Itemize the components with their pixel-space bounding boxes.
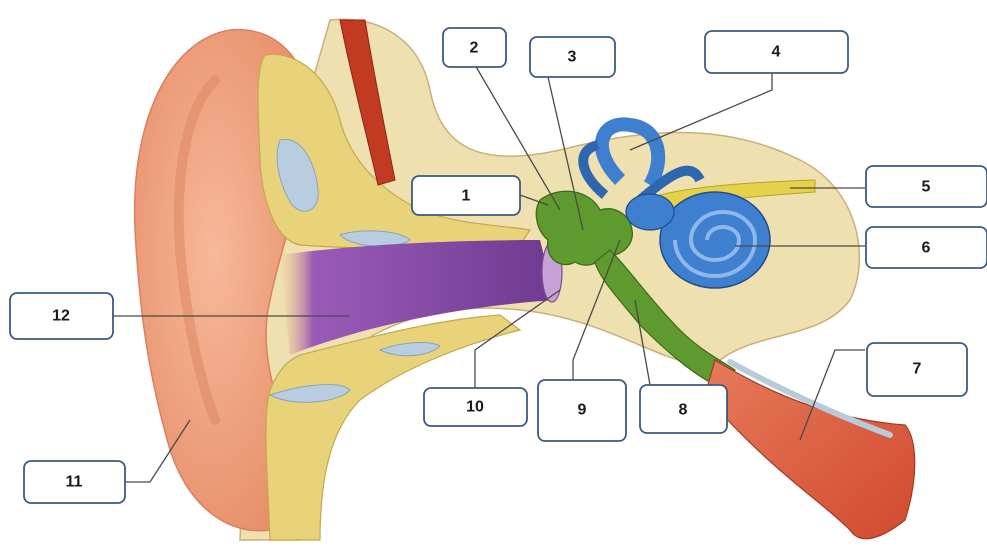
label-9-text: 9 bbox=[578, 402, 587, 419]
label-11-text: 11 bbox=[66, 474, 83, 491]
label-1-text: 1 bbox=[462, 188, 471, 205]
label-10[interactable]: 10 bbox=[424, 388, 527, 426]
label-2[interactable]: 2 bbox=[443, 28, 506, 67]
label-3-text: 3 bbox=[568, 49, 577, 66]
vestibule bbox=[626, 194, 674, 230]
label-1[interactable]: 1 bbox=[412, 176, 520, 215]
label-3[interactable]: 3 bbox=[530, 37, 615, 77]
label-7-text: 7 bbox=[913, 361, 922, 378]
label-5[interactable]: 5 bbox=[866, 166, 987, 207]
label-7[interactable]: 7 bbox=[867, 343, 967, 396]
label-2-text: 2 bbox=[470, 40, 479, 57]
label-8[interactable]: 8 bbox=[640, 385, 727, 433]
label-10-text: 10 bbox=[466, 399, 484, 416]
label-4-text: 4 bbox=[772, 44, 781, 61]
label-5-text: 5 bbox=[922, 179, 931, 196]
label-4[interactable]: 4 bbox=[705, 31, 848, 73]
label-8-text: 8 bbox=[679, 402, 688, 419]
label-12[interactable]: 12 bbox=[10, 293, 113, 339]
cochlea bbox=[660, 192, 770, 288]
label-9[interactable]: 9 bbox=[538, 380, 626, 441]
label-6-text: 6 bbox=[922, 240, 931, 257]
label-6[interactable]: 6 bbox=[866, 227, 987, 268]
label-11[interactable]: 11 bbox=[24, 461, 125, 503]
label-12-text: 12 bbox=[52, 308, 70, 325]
